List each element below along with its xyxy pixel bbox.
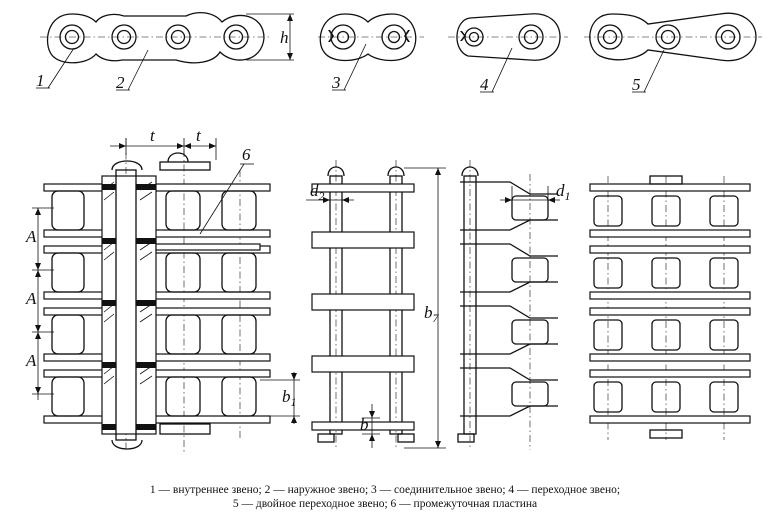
inner-outer-link-view: h 1 2 bbox=[36, 11, 294, 92]
dim-A-2: A bbox=[25, 289, 37, 308]
transition-link-view: 4 bbox=[448, 13, 568, 94]
intermediate-plate bbox=[155, 243, 261, 251]
connecting-link-view: 3 bbox=[318, 13, 424, 92]
section-hatching bbox=[102, 181, 156, 430]
dim-A-3: A bbox=[25, 351, 37, 370]
double-transition-link-view: 5 bbox=[584, 12, 762, 94]
caption-line-1: 1 — внутреннее звено; 2 — наружное звено… bbox=[149, 484, 621, 496]
dim-b7: b7 bbox=[424, 303, 440, 325]
chain-rows bbox=[43, 183, 271, 424]
label-4: 4 bbox=[480, 75, 489, 94]
dim-h: h bbox=[280, 28, 289, 47]
label-3: 3 bbox=[331, 73, 341, 92]
dim-t-1: t bbox=[150, 126, 156, 145]
caption-line-2: 5 — двойное переходное звено; 6 — промеж… bbox=[232, 498, 538, 510]
label-6: 6 bbox=[242, 145, 251, 164]
dim-A-1: A bbox=[25, 227, 37, 246]
dim-b1: b1 bbox=[282, 387, 297, 409]
transition-chain-view: d1 bbox=[457, 160, 571, 450]
multirow-chain-section-view: t t 6 A A A b1 bbox=[25, 126, 300, 452]
full-transition-chain-view bbox=[589, 175, 751, 440]
pin-assembly-view: d2 b7 b bbox=[306, 160, 446, 450]
dim-b: b bbox=[360, 415, 369, 434]
dim-d2: d2 bbox=[310, 181, 325, 203]
label-1: 1 bbox=[36, 71, 45, 90]
label-5: 5 bbox=[632, 75, 641, 94]
dim-t-2: t bbox=[196, 126, 202, 145]
dim-d1: d1 bbox=[556, 181, 571, 203]
label-2: 2 bbox=[116, 73, 125, 92]
